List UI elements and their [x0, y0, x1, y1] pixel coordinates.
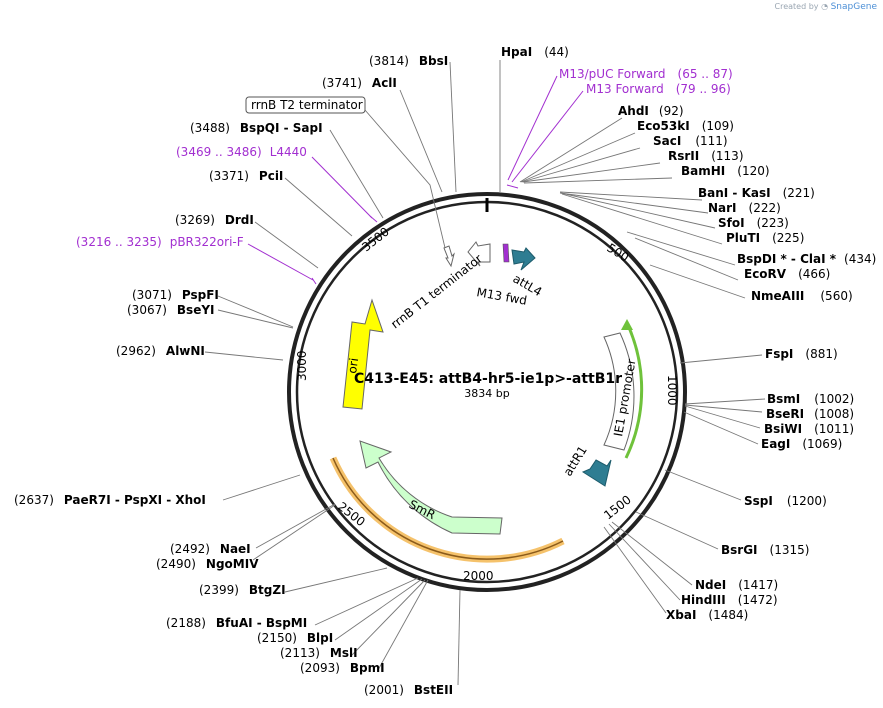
site-bbsi: (3814)BbsI [369, 54, 448, 68]
primer-m13-puc-forward: M13/pUC Forward(65 .. 87) [559, 67, 733, 81]
snapgene-logo-icon: ◔ [821, 2, 829, 11]
site-naei: (2492)NaeI [170, 542, 251, 556]
primer-m13-forward: M13 Forward(79 .. 96) [586, 82, 731, 96]
primer-pbr322ori-f: (3216 .. 3235)pBR322ori-F [76, 235, 244, 249]
site-nmeaiii: NmeAIII(560) [751, 289, 853, 303]
site-bpmi: (2093)BpmI [300, 661, 385, 675]
attr1-arrow [581, 459, 612, 487]
rrnb-t1-label: rrnB T1 terminator [388, 252, 485, 332]
tick-2000: 2000 [463, 569, 494, 583]
ori-label: ori [345, 357, 361, 374]
primer-l4440: (3469 .. 3486)L4440 [176, 145, 307, 159]
ori-arrow [342, 298, 384, 410]
rrnb-t1-arrow [467, 241, 491, 267]
rrnb-t2-box [245, 96, 366, 114]
site-msli: (2113)MslI [280, 646, 358, 660]
site-hpai: HpaI(44) [501, 45, 569, 59]
snapgene-credit: Created by ◔ SnapGene [774, 2, 878, 12]
site-nari: NarI(222) [708, 201, 781, 215]
primer-leaders [247, 75, 584, 285]
site-bseri: BseRI(1008) [766, 407, 854, 421]
site-btgzi: (2399)BtgZI [199, 583, 286, 597]
site-bsmi: BsmI(1002) [767, 392, 854, 406]
ie1-track-arrow-icon [621, 319, 633, 330]
site-bsteii: (2001)BstEII [364, 683, 453, 697]
site-bseyi: (3067)BseYI [127, 303, 215, 317]
site-drdi: (3269)DrdI [175, 213, 254, 227]
site-bfuai-bspmi: (2188)BfuAI - BspMI [166, 616, 307, 630]
rrnb-t2-arrow [443, 245, 455, 268]
site-sfoi: SfoI(223) [718, 216, 789, 230]
site-ndei: NdeI(1417) [695, 578, 778, 592]
site-ecorv: EcoRV(466) [744, 267, 830, 281]
rrnb-t2-label: rrnB T2 terminator [251, 98, 363, 112]
smr-label: SmR [407, 497, 438, 522]
ie1-track [624, 322, 644, 459]
site-ahdi: AhdI(92) [618, 104, 684, 118]
site-fspi: FspI(881) [765, 347, 838, 361]
site-pcii: (3371)PciI [209, 169, 283, 183]
site-bamhi: BamHI(120) [681, 164, 770, 178]
ie1-promoter-arrow [603, 332, 635, 451]
plasmid-length: 3834 bp [464, 387, 509, 400]
smr-arrow [359, 440, 503, 535]
smr-track [332, 457, 564, 560]
site-saci: SacI(111) [653, 134, 728, 148]
plasmid-name: C413-E45: attB4-hr5-ie1p>-attB1r [354, 371, 622, 387]
site-acli: (3741)AclI [322, 76, 397, 90]
site-bspqi-sapi: (3488)BspQI - SapI [190, 121, 323, 135]
site-hindiii: HindIII(1472) [681, 593, 778, 607]
site-alwni: (2962)AlwNI [116, 344, 205, 358]
site-blpi: (2150)BlpI [257, 631, 333, 645]
site-bani-kasi: BanI - KasI(221) [698, 186, 815, 200]
site-paer7i-pspxi-xhoi: (2637)PaeR7I - PspXI - XhoI [14, 493, 206, 507]
site-ngomiv: (2490)NgoMIV [156, 557, 259, 571]
tick-1000: 1000 [665, 375, 679, 406]
m13-fwd-marker [502, 243, 510, 263]
site-rsrii: RsrII(113) [668, 149, 744, 163]
site-eco53ki: Eco53kI(109) [637, 119, 734, 133]
backbone-outer [287, 192, 687, 592]
site-pluti: PluTI(225) [726, 231, 804, 245]
site-bsrgi: BsrGI(1315) [721, 543, 809, 557]
site-xbai: XbaI(1484) [666, 608, 748, 622]
tick-500: 500 [604, 241, 631, 265]
site-sspi: SspI(1200) [744, 494, 827, 508]
leader-lines [204, 60, 766, 686]
site-bsiwi: BsiWI(1011) [764, 422, 854, 436]
tick-3000: 3000 [295, 350, 309, 381]
site-bspdi-clai: BspDI * - ClaI *(434) [737, 252, 876, 266]
site-pspfi: (3071)PspFI [132, 288, 219, 302]
site-eagi: EagI(1069) [761, 437, 842, 451]
attl4-arrow [511, 247, 536, 271]
